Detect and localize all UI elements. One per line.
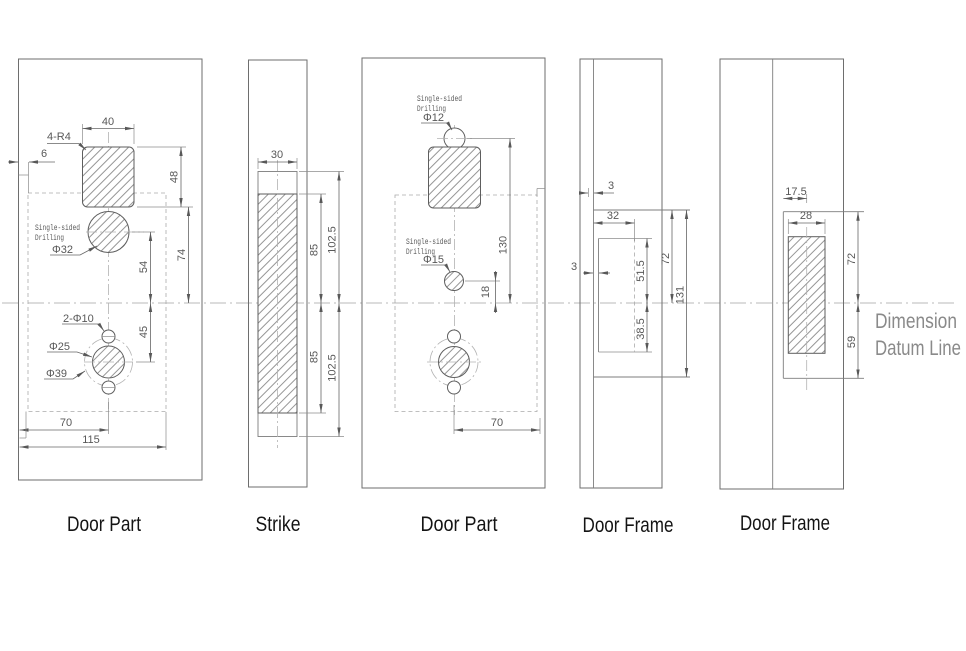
door-frame-outline [719,58,844,490]
dim-below-datum: 59 [846,336,858,348]
dim-datum-to-knob: 45 [138,326,150,338]
dim-square-width: 40 [102,116,114,128]
dim-center-offset: 17.5 [785,186,806,198]
leader-corner-radius [47,142,87,151]
dim-plate-width: 30 [271,149,283,161]
leader-dia-15 [421,263,451,273]
dim-square-to-datum: 74 [176,249,188,261]
note-drilling-top-2: Drilling [417,104,446,114]
panel-label-door-frame-left: Door Frame [583,514,674,537]
dim-gap-top: 3 [608,180,614,192]
note-dia-39: Φ39 [46,368,67,380]
note-drilling-mid-2: Drilling [406,247,435,257]
note-drilling-mid-1: Single-sided [406,237,451,247]
datum-label-line2: Datum Line [875,337,961,360]
dim-hole-to-datum: 54 [138,261,150,273]
dim-small-to-datum: 18 [480,286,492,298]
hole-15-hatched [444,271,464,291]
dim-opening-height: 131 [675,286,687,304]
screw-hole-top [447,329,461,344]
note-dia-10: 2-Φ10 [63,313,94,325]
leader-dia-10 [62,322,105,332]
datum-label: Dimension Datum Line [875,310,961,360]
lock-case-hidden-outline [27,192,167,412]
door-frame-outline [579,58,663,489]
note-drilling-2: Drilling [35,233,64,243]
leader-dia-39 [44,370,86,380]
square-cutout-hatched [82,146,135,208]
leader-dia-32 [50,245,98,256]
screw-hole-bottom [447,380,461,395]
dim-recess-width: 32 [607,210,619,222]
note-corner-radius: 4-R4 [47,131,71,143]
dim-hatch-above: 85 [309,244,321,256]
panel-label-door-frame-right: Door Frame [740,512,830,535]
dim-above-datum: 51.5 [635,260,647,281]
dim-plate-below: 102.5 [327,354,339,382]
panel-strike: 30 85 102.5 85 102.5 Strike [248,59,344,536]
panel-label-strike: Strike [256,513,301,536]
panel-label-door-part-middle: Door Part [421,513,498,536]
dim-slot-width: 28 [800,210,812,222]
panel-door-part-middle: Single-sided Drilling Φ12 Single-sided D… [361,57,546,536]
dim-below-datum: 38.5 [635,318,647,339]
panel-door-frame-right: 17.5 28 72 59 Door Frame [719,58,864,535]
dim-plate-above: 102.5 [327,226,339,254]
note-drilling-top-1: Single-sided [417,94,462,104]
dim-hatch-below: 85 [309,351,321,363]
dim-square-height: 48 [169,171,181,183]
circle-boltline [429,337,479,387]
note-dia-15: Φ15 [423,254,444,266]
square-cutout-hatched [428,146,481,209]
note-dia-25: Φ25 [49,341,70,353]
note-dia-32: Φ32 [52,244,73,256]
dim-knob-offset: 70 [60,417,72,429]
panel-label-door-part-left: Door Part [67,513,141,536]
note-dia-12: Φ12 [423,112,444,124]
dim-case-width: 115 [82,434,100,446]
strike-outline [248,59,308,488]
dim-gap-side: 3 [571,261,577,273]
dim-top-to-datum: 130 [498,236,510,254]
datum-label-line1: Dimension [875,310,957,333]
leader-dia-12 [421,121,453,131]
door-part-outline [361,57,546,489]
leader-dia-25 [47,351,93,358]
panel-door-part-left: 40 4-R4 6 48 74 54 45 Single-sided Drill… [8,58,203,536]
dim-edge-offset: 6 [41,148,47,160]
door-part-outline [18,58,203,481]
panel-door-frame-left: 3 32 3 51.5 38.5 72 131 Door Frame [571,58,690,537]
note-drilling-1: Single-sided [35,223,80,233]
dim-knob-offset: 70 [491,417,503,429]
knob-hole-cluster [427,329,481,395]
dim-opening-above: 72 [660,253,672,265]
dim-above-datum: 72 [846,253,858,265]
knob-hole-cluster [84,329,133,395]
